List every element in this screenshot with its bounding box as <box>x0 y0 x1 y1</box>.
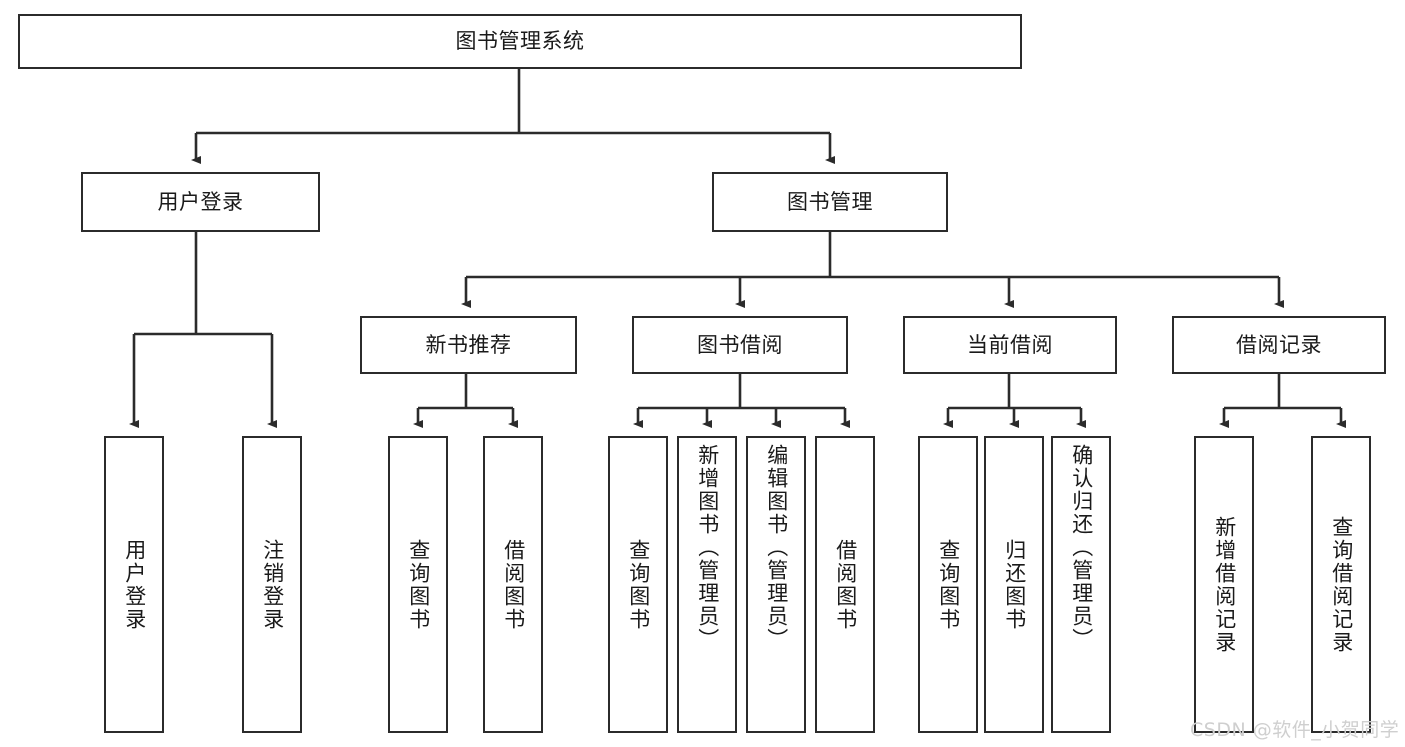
node-user-login[interactable]: 用户登录 <box>81 172 320 232</box>
node-label: 图书借阅 <box>697 332 783 357</box>
node-label: 图书管理 <box>787 189 873 214</box>
node-label: 借阅记录 <box>1236 332 1322 357</box>
node-book-borrow[interactable]: 图书借阅 <box>632 316 848 374</box>
leaf-logout-login[interactable]: 注销登录 <box>242 436 302 733</box>
node-label: 借阅图书 <box>501 538 526 631</box>
node-current-borrow[interactable]: 当前借阅 <box>903 316 1117 374</box>
leaf-confirm-return-admin[interactable]: 确认归还（管理员） <box>1051 436 1111 733</box>
node-label: 注销登录 <box>260 538 285 631</box>
leaf-add-borrow-record[interactable]: 新增借阅记录 <box>1194 436 1254 733</box>
leaf-return-book[interactable]: 归还图书 <box>984 436 1044 733</box>
node-label: 用户登录 <box>157 189 244 214</box>
node-label: 确认归还（管理员） <box>1069 444 1094 651</box>
node-new-book-recommend[interactable]: 新书推荐 <box>360 316 577 374</box>
leaf-borrow-book[interactable]: 借阅图书 <box>815 436 875 733</box>
node-label: 归还图书 <box>1002 538 1027 631</box>
node-root-system[interactable]: 图书管理系统 <box>18 14 1022 69</box>
node-label: 查询图书 <box>936 538 961 631</box>
leaf-query-book-recommend[interactable]: 查询图书 <box>388 436 448 733</box>
node-label: 编辑图书（管理员） <box>764 444 789 651</box>
leaf-query-borrow-record[interactable]: 查询借阅记录 <box>1311 436 1371 733</box>
node-label: 查询图书 <box>626 538 651 631</box>
watermark-text: CSDN @软件_小贺同学 <box>1190 719 1400 741</box>
node-book-management[interactable]: 图书管理 <box>712 172 948 232</box>
leaf-add-book-admin[interactable]: 新增图书（管理员） <box>677 436 737 733</box>
node-label: 借阅图书 <box>833 538 858 631</box>
node-label: 新增借阅记录 <box>1212 515 1237 654</box>
node-label: 图书管理系统 <box>455 29 585 54</box>
leaf-user-login[interactable]: 用户登录 <box>104 436 164 733</box>
node-label: 新增图书（管理员） <box>695 444 720 651</box>
leaf-query-book-current[interactable]: 查询图书 <box>918 436 978 733</box>
leaf-edit-book-admin[interactable]: 编辑图书（管理员） <box>746 436 806 733</box>
node-label: 查询图书 <box>406 538 431 631</box>
node-borrow-record[interactable]: 借阅记录 <box>1172 316 1386 374</box>
node-label: 查询借阅记录 <box>1329 515 1354 654</box>
node-label: 用户登录 <box>122 538 147 631</box>
node-label: 新书推荐 <box>425 332 512 357</box>
node-label: 当前借阅 <box>967 332 1053 357</box>
leaf-borrow-book-recommend[interactable]: 借阅图书 <box>483 436 543 733</box>
leaf-query-book-borrow[interactable]: 查询图书 <box>608 436 668 733</box>
